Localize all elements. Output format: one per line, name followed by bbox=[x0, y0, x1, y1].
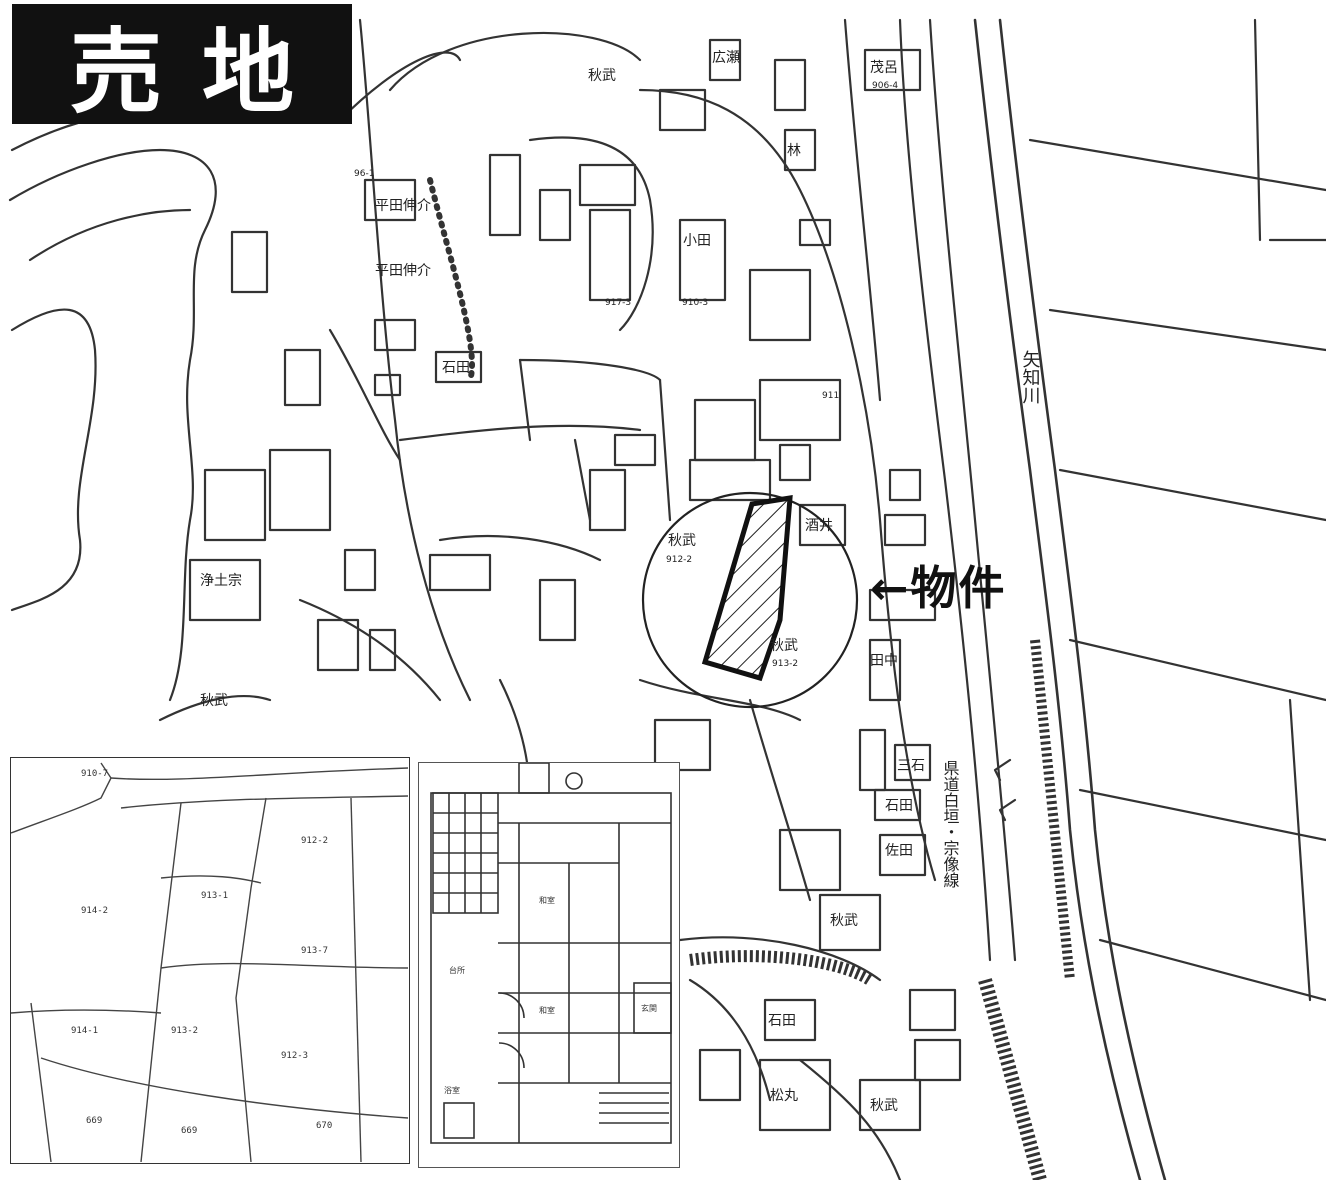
owner-label: 三石 bbox=[897, 758, 925, 774]
road-label: 県道白垣・宗像線 bbox=[941, 760, 960, 888]
owner-label: 平田伸介 bbox=[375, 198, 431, 214]
owner-label: 秋武 bbox=[770, 638, 798, 654]
room-label: 和室 bbox=[539, 1005, 555, 1015]
pond-outline bbox=[10, 308, 97, 612]
owner-label: 酒井 bbox=[805, 518, 833, 534]
parcel-label: 910-7 bbox=[81, 769, 108, 779]
parcel-label: 669 bbox=[86, 1116, 102, 1126]
room-label: 玄関 bbox=[641, 1003, 657, 1013]
parcel-label: 914-2 bbox=[81, 906, 108, 916]
owner-label: 平田伸介 bbox=[375, 263, 431, 279]
lot-number: 910-3 bbox=[682, 298, 708, 308]
parcel-label: 913-1 bbox=[201, 891, 228, 901]
river-label: 矢知川 bbox=[1020, 350, 1041, 404]
owner-label: 浄土宗 bbox=[200, 573, 242, 589]
lot-number: 917-3 bbox=[605, 298, 631, 308]
owner-label: 林 bbox=[787, 143, 801, 159]
floor-plan-inset: 和室 和室 台所 玄関 浴室 bbox=[418, 762, 680, 1168]
owner-label: 石田 bbox=[885, 798, 913, 814]
lot-number: 912-2 bbox=[666, 555, 692, 565]
for-sale-title: 売地 bbox=[12, 4, 352, 126]
parcel-label: 912-3 bbox=[281, 1051, 308, 1061]
owner-label: 松丸 bbox=[770, 1088, 798, 1104]
parcel-label: 669 bbox=[181, 1126, 197, 1136]
lot-number: 96-1 bbox=[354, 169, 374, 179]
prefectural-road bbox=[898, 18, 992, 962]
property-highlight bbox=[641, 491, 859, 709]
winding-road-left bbox=[8, 148, 217, 702]
road-east bbox=[638, 88, 937, 882]
parcel-label: 912-2 bbox=[301, 836, 328, 846]
room-label: 浴室 bbox=[444, 1085, 460, 1095]
parcel-label: 670 bbox=[316, 1121, 332, 1131]
lot-inset-map: 910-7 912-2 913-1 914-2 913-7 914-1 913-… bbox=[10, 757, 410, 1164]
owner-label: 秋武 bbox=[870, 1098, 898, 1114]
parcel-label: 913-7 bbox=[301, 946, 328, 956]
room-label: 和室 bbox=[539, 895, 555, 905]
owner-label: 秋武 bbox=[588, 68, 616, 84]
owner-label: 石田 bbox=[442, 360, 470, 376]
lot-number: 913-2 bbox=[772, 659, 798, 669]
owner-label: 広瀬 bbox=[712, 50, 740, 66]
road-west bbox=[358, 18, 472, 702]
lot-number: 911 bbox=[822, 391, 839, 401]
property-pointer-label: ←物件 bbox=[870, 561, 1007, 615]
owner-label: 田中 bbox=[870, 653, 898, 669]
owner-label: 小田 bbox=[683, 233, 711, 249]
parcel-label: 914-1 bbox=[71, 1026, 98, 1036]
lot-number: 906-4 bbox=[872, 81, 898, 91]
owner-label: 秋武 bbox=[830, 913, 858, 929]
owner-label: 茂呂 bbox=[870, 59, 898, 76]
river-yachi bbox=[973, 18, 1142, 1180]
owner-label: 石田 bbox=[768, 1013, 796, 1029]
room-label: 台所 bbox=[449, 965, 465, 975]
owner-label: 佐田 bbox=[885, 843, 913, 859]
subject-lot bbox=[701, 495, 793, 682]
parcel-label: 913-2 bbox=[171, 1026, 198, 1036]
owner-label: 秋武 bbox=[200, 693, 228, 709]
owner-label: 秋武 bbox=[668, 533, 696, 549]
